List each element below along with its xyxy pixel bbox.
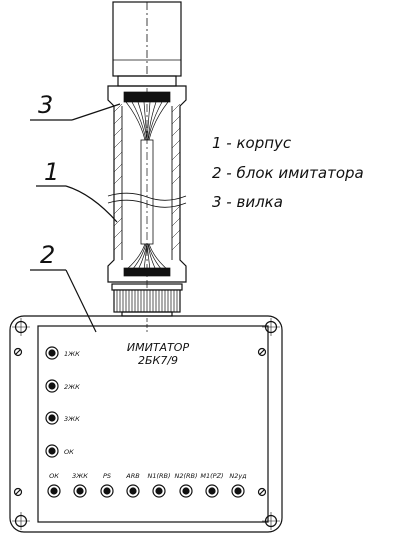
socket-1zhk[interactable] xyxy=(45,346,59,360)
socket-bottom-3zhk[interactable] xyxy=(73,484,87,498)
corner-hole-bottom-right xyxy=(262,512,280,530)
callout-number: 3 xyxy=(38,91,53,119)
socket-label: 3ЖК xyxy=(64,415,80,423)
socket-label: 2ЖК xyxy=(64,383,80,391)
corner-hole-top-right xyxy=(262,318,280,336)
bottom-socket-label: PS xyxy=(103,472,111,480)
corner-hole-top-left xyxy=(12,318,30,336)
socket-bottom-n2ud[interactable] xyxy=(231,484,245,498)
legend-item: 3 - вилка xyxy=(212,193,283,211)
socket-bottom-ps[interactable] xyxy=(100,484,114,498)
bottom-socket-label: N1(RB) xyxy=(147,472,170,480)
callout-leader-3 xyxy=(30,103,121,121)
simulator-block: ИМИТАТОР 2БК7/9 1ЖК 2ЖК 3ЖК ОК ОК 3ЖК PS… xyxy=(9,315,283,533)
upper-wire-bundle xyxy=(123,91,171,245)
bottom-socket-label: M1(PZ) xyxy=(200,472,223,480)
socket-label: ОК xyxy=(64,448,74,456)
socket-2zhk[interactable] xyxy=(45,379,59,393)
callout-leader-1 xyxy=(36,185,118,223)
bottom-socket-label: N2(RB) xyxy=(174,472,197,480)
socket-ok[interactable] xyxy=(45,444,59,458)
callout-number: 2 xyxy=(40,241,55,269)
socket-bottom-m1pz[interactable] xyxy=(205,484,219,498)
screw-right-bottom xyxy=(257,487,267,497)
screw-left-top xyxy=(13,347,23,357)
legend-item: 1 - корпус xyxy=(212,134,292,152)
socket-bottom-arb[interactable] xyxy=(126,484,140,498)
parts-legend: 1 - корпус 2 - блок имитатора 3 - вилка xyxy=(212,134,364,211)
lower-wire-bundle xyxy=(123,243,171,277)
socket-3zhk[interactable] xyxy=(45,411,59,425)
socket-bottom-ok[interactable] xyxy=(47,484,61,498)
tube-housing xyxy=(107,85,187,300)
upper-connector xyxy=(112,1,182,87)
screw-left-bottom xyxy=(13,487,23,497)
knurled-nut xyxy=(111,283,183,317)
bottom-socket-label: ОК xyxy=(49,472,59,480)
socket-label: 1ЖК xyxy=(64,350,80,358)
bottom-socket-label: 3ЖК xyxy=(72,472,88,480)
corner-hole-bottom-left xyxy=(12,512,30,530)
socket-bottom-n2rb[interactable] xyxy=(179,484,193,498)
bottom-socket-label: ARB xyxy=(125,472,140,480)
callout-number: 1 xyxy=(44,158,59,186)
screw-right-top xyxy=(257,347,267,357)
device-title: ИМИТАТОР xyxy=(127,341,190,354)
callout-leader-2 xyxy=(30,269,97,333)
bottom-socket-label: N2уд xyxy=(229,472,247,480)
socket-bottom-n1rb[interactable] xyxy=(152,484,166,498)
device-model: 2БК7/9 xyxy=(138,354,178,367)
legend-item: 2 - блок имитатора xyxy=(212,164,364,182)
